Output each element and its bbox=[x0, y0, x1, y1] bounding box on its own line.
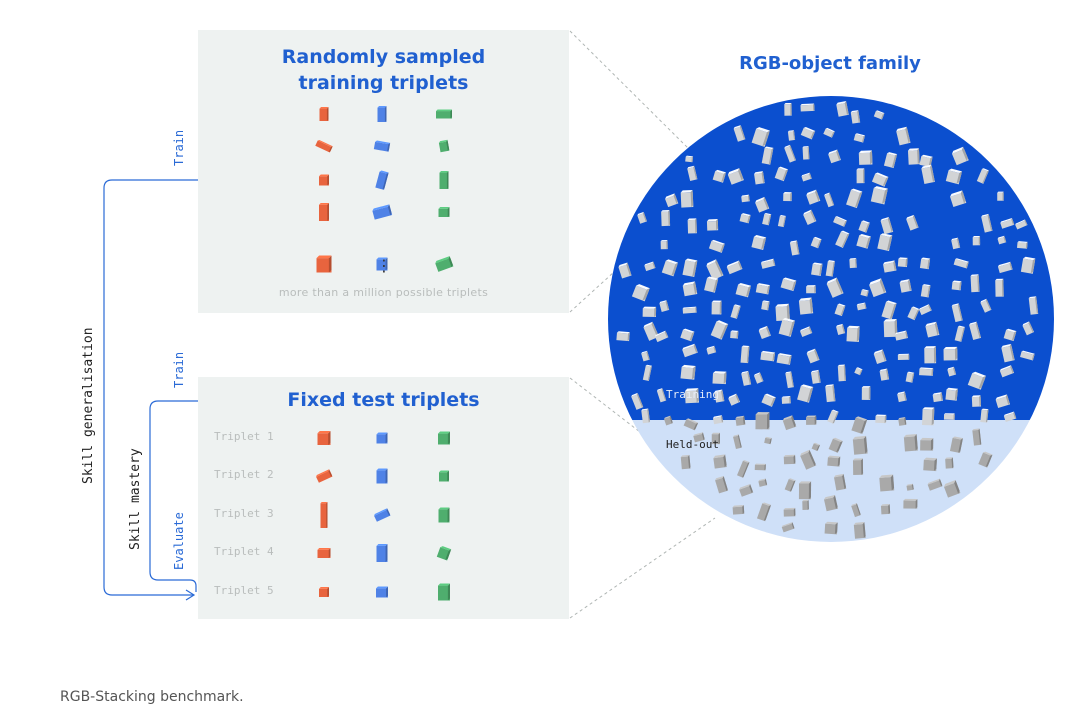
skill-mastery-label: Skill mastery bbox=[128, 448, 143, 550]
training-object bbox=[377, 106, 387, 122]
test-object bbox=[320, 502, 328, 528]
test-object bbox=[438, 507, 450, 523]
train-label-bottom: Train bbox=[172, 351, 186, 388]
test-triplets-panel: Fixed test triplets Triplet 1 Triplet 2 … bbox=[198, 377, 569, 619]
skill-mastery-bracket bbox=[149, 400, 198, 592]
test-object bbox=[439, 470, 449, 482]
training-object bbox=[372, 204, 393, 220]
triplet-label-1: Triplet 1 bbox=[214, 430, 274, 443]
training-object bbox=[439, 171, 449, 189]
triplet-label-5: Triplet 5 bbox=[214, 584, 274, 597]
training-object bbox=[373, 140, 391, 152]
training-region-label: Training bbox=[666, 388, 719, 401]
training-object bbox=[375, 170, 389, 190]
skill-generalisation-bracket bbox=[103, 179, 198, 601]
test-triplet-grid bbox=[316, 431, 452, 601]
triplet-label-4: Triplet 4 bbox=[214, 545, 274, 558]
training-object bbox=[316, 255, 332, 273]
ellipsis: ⋮ bbox=[376, 256, 392, 275]
triplet-label-3: Triplet 3 bbox=[214, 507, 274, 520]
figure-caption: RGB-Stacking benchmark. bbox=[60, 689, 244, 705]
training-object bbox=[376, 257, 388, 271]
test-object bbox=[316, 469, 333, 483]
evaluate-label: Evaluate bbox=[172, 512, 186, 570]
test-object bbox=[376, 586, 388, 598]
test-object bbox=[376, 544, 388, 562]
test-object bbox=[319, 587, 329, 597]
train-label-top: Train bbox=[172, 129, 186, 166]
test-object bbox=[436, 546, 452, 561]
test-object bbox=[317, 431, 331, 445]
family-title: RGB-object family bbox=[739, 53, 921, 74]
test-object bbox=[438, 583, 450, 601]
training-panel-title: Randomly sampled training triplets bbox=[281, 46, 486, 94]
training-object bbox=[438, 207, 450, 217]
training-object bbox=[315, 139, 333, 153]
training-object bbox=[319, 174, 329, 186]
test-object bbox=[317, 548, 331, 558]
training-object bbox=[436, 109, 452, 119]
test-panel-title: Fixed test triplets bbox=[287, 389, 480, 411]
zoom-dashed-lines bbox=[569, 30, 716, 619]
skill-generalisation-label: Skill generalisation bbox=[81, 327, 96, 484]
training-object bbox=[319, 203, 329, 221]
test-object bbox=[374, 508, 391, 522]
training-panel-footer: more than a million possible triplets bbox=[278, 286, 489, 299]
test-object bbox=[376, 468, 388, 484]
training-object bbox=[438, 139, 450, 153]
test-object bbox=[376, 432, 388, 444]
training-object bbox=[435, 256, 454, 272]
triplet-label-2: Triplet 2 bbox=[214, 468, 274, 481]
training-object bbox=[319, 107, 329, 121]
heldout-region-label: Held-out bbox=[666, 438, 719, 451]
test-object bbox=[438, 431, 450, 445]
training-triplets-panel: Randomly sampled training triplets ⋮ mor… bbox=[198, 30, 569, 313]
training-triplet-grid bbox=[315, 106, 454, 273]
